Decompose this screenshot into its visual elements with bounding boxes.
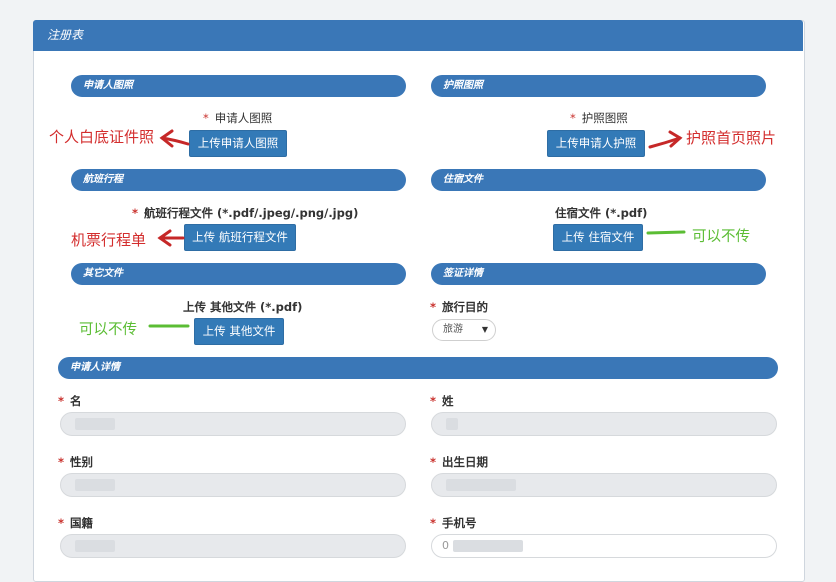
green-dash: [646, 230, 686, 235]
upload-other-files-button[interactable]: 上传 其他文件: [194, 318, 284, 345]
gender-field[interactable]: [60, 473, 406, 497]
panel-header: [33, 20, 803, 51]
surname-label: *姓: [430, 394, 454, 408]
section-visa-details: 签证详情: [431, 263, 766, 285]
nationality-field[interactable]: [60, 534, 406, 558]
section-accommodation: 住宿文件: [431, 169, 766, 191]
given-name-label: *名: [58, 394, 82, 408]
upload-passport-button[interactable]: 上传申请人护照: [547, 130, 645, 157]
gender-label: *性别: [58, 455, 94, 469]
upload-accommodation-button[interactable]: 上传 住宿文件: [553, 224, 643, 251]
phone-label: *手机号: [430, 516, 477, 530]
birth-date-label: *出生日期: [430, 455, 489, 469]
nationality-label: *国籍: [58, 516, 94, 530]
other-files-label: 上传 其他文件 (*.pdf): [183, 300, 303, 314]
redacted-value: [446, 479, 516, 491]
annotation-accommodation: 可以不传: [692, 229, 750, 245]
section-applicant-photo: 申请人图照: [71, 75, 406, 97]
accommodation-label: 住宿文件 (*.pdf): [555, 206, 648, 220]
section-other-files: 其它文件: [71, 263, 406, 285]
arrow-left-icon: [159, 129, 190, 148]
annotation-flight: 机票行程单: [71, 231, 147, 249]
redacted-value: [75, 418, 115, 430]
section-flight-itinerary: 航班行程: [71, 169, 406, 191]
applicant-photo-label: *申请人图照: [203, 111, 273, 125]
redacted-value: [453, 540, 523, 552]
arrow-left-icon: [157, 229, 185, 247]
section-applicant-details: 申请人详情: [58, 357, 778, 379]
phone-field[interactable]: 0: [431, 534, 777, 558]
travel-purpose-select[interactable]: 旅游▼: [432, 319, 496, 341]
redacted-value: [446, 418, 458, 430]
annotation-applicant-photo: 个人白底证件照: [49, 128, 155, 146]
annotation-passport: 护照首页照片: [686, 129, 777, 147]
surname-field[interactable]: [431, 412, 777, 436]
redacted-value: [75, 479, 115, 491]
section-passport-photo: 护照图照: [431, 75, 766, 97]
upload-applicant-photo-button[interactable]: 上传申请人图照: [189, 130, 287, 157]
annotation-other-files: 可以不传: [79, 322, 137, 338]
upload-flight-itinerary-button[interactable]: 上传 航班行程文件: [184, 224, 296, 251]
redacted-value: [75, 540, 115, 552]
form-title: 注册表: [47, 28, 84, 42]
flight-itinerary-label: *航班行程文件 (*.pdf/.jpeg/.png/.jpg): [132, 206, 359, 220]
birth-date-field[interactable]: [431, 473, 777, 497]
travel-purpose-label: *旅行目的: [430, 300, 489, 314]
chevron-down-icon: ▼: [481, 325, 488, 334]
given-name-field[interactable]: [60, 412, 406, 436]
arrow-right-icon: [648, 130, 683, 149]
passport-photo-label: *护照图照: [570, 111, 628, 125]
